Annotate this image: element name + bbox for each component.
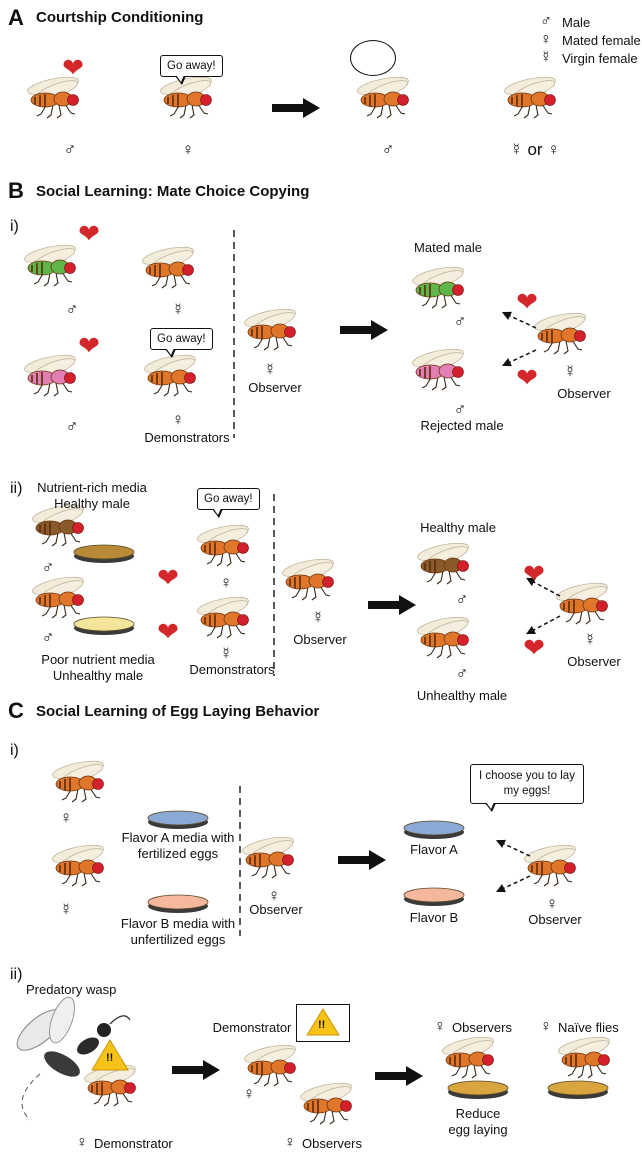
- label-observer-right: Observer: [567, 654, 621, 669]
- male-symbol: ♂: [453, 400, 467, 419]
- female-symbol: ♀: [181, 140, 195, 159]
- speech-bubble-go-away: Go away!: [160, 55, 223, 85]
- broken-heart-icon: ❤: [78, 330, 100, 361]
- male-symbol: ♂: [63, 140, 77, 159]
- label-flavor-a-media: Flavor A media with: [121, 830, 235, 845]
- male-symbol: ♂: [455, 590, 469, 609]
- label-unhealthy-male: Unhealthy male: [416, 688, 508, 703]
- label-healthy-male-left: Healthy male: [54, 496, 130, 511]
- speech-bubble-go-away: Go away!: [150, 328, 213, 358]
- label-observer-right: Observer: [557, 386, 611, 401]
- virgin-symbol: ☿: [583, 630, 597, 649]
- speech-bubble-choose: I choose you to lay my eggs!: [470, 764, 584, 812]
- label-predatory-wasp: Predatory wasp: [26, 982, 117, 997]
- panel-letter-a: A: [8, 5, 24, 30]
- label-mated-male: Mated male: [414, 240, 482, 255]
- label-naive-flies: Naïve flies: [558, 1020, 619, 1035]
- sublabel-c-ii: ii): [10, 966, 23, 983]
- label-observer-right: Observer: [528, 912, 582, 927]
- male-symbol: ♂: [41, 628, 55, 647]
- label-unhealthy-male-left: Unhealthy male: [52, 668, 144, 683]
- male-symbol: ♂: [540, 13, 552, 30]
- panel-letter-b: B: [8, 178, 24, 203]
- male-symbol: ♂: [453, 312, 467, 331]
- sublabel-c-i: i): [10, 742, 19, 759]
- heart-icon: ❤: [516, 286, 538, 317]
- label-demonstrator-bottom: Demonstrator: [94, 1136, 173, 1151]
- heart-icon: ❤: [157, 616, 179, 647]
- male-symbol: ♂: [381, 140, 395, 159]
- virgin-symbol: ☿: [263, 360, 277, 379]
- warning-bubble: !!: [296, 1004, 350, 1042]
- panel-title-a: Courtship Conditioning: [36, 9, 204, 26]
- female-symbol: ♀: [242, 1084, 256, 1103]
- broken-heart-icon: ❤: [523, 558, 545, 589]
- male-symbol: ♂: [65, 417, 79, 436]
- female-symbol: ♀: [284, 1134, 296, 1151]
- label-egg-laying: egg laying: [448, 1122, 508, 1137]
- broken-heart-icon: ❤: [62, 52, 84, 83]
- label-flavor-b-media: Flavor B media with: [120, 916, 236, 931]
- female-symbol: ♀: [545, 894, 559, 913]
- label-observers: Observers: [452, 1020, 512, 1035]
- heart-icon: ❤: [523, 632, 545, 663]
- label-rejected-male: Rejected male: [420, 418, 504, 433]
- virgin-symbol: ☿: [540, 49, 552, 66]
- label-observer: Observer: [293, 632, 347, 647]
- speech-bubble-go-away: Go away!: [197, 488, 260, 518]
- female-symbol: ♀: [59, 808, 73, 827]
- female-symbol: ♀: [219, 573, 233, 592]
- legend-virgin-female: Virgin female: [562, 51, 638, 66]
- male-symbol: ♂: [455, 664, 469, 683]
- sublabel-b-ii: ii): [10, 480, 23, 497]
- label-observer: Observer: [249, 902, 303, 917]
- virgin-symbol: ☿: [171, 300, 185, 319]
- wasp-illustration: [16, 996, 131, 1121]
- female-symbol: ♀: [434, 1018, 446, 1035]
- virgin-or-female-symbol: ☿ or ♀: [509, 140, 561, 159]
- sublabel-b-i: i): [10, 218, 19, 235]
- panel-letter-c: C: [8, 698, 24, 723]
- warning-bubble-icon: !!: [318, 1019, 326, 1031]
- virgin-symbol: ☿: [311, 608, 325, 627]
- label-demonstrators: Demonstrators: [189, 662, 275, 677]
- female-symbol: ♀: [540, 1018, 552, 1035]
- label-demonstrator: Demonstrator: [212, 1020, 292, 1035]
- legend-mated-female: Mated female: [562, 33, 641, 48]
- panel-title-c: Social Learning of Egg Laying Behavior: [36, 703, 320, 720]
- heart-icon: ❤: [78, 218, 100, 249]
- broken-heart-icon: ❤: [516, 362, 538, 393]
- label-unfertilized-eggs: unfertilized eggs: [130, 932, 226, 947]
- virgin-symbol: ☿: [219, 644, 233, 663]
- broken-heart-icon: ❤: [157, 562, 179, 593]
- label-fertilized-eggs: fertilized eggs: [137, 846, 219, 861]
- label-demonstrators: Demonstrators: [144, 430, 230, 445]
- female-symbol: ♀: [76, 1134, 88, 1151]
- female-symbol: ♀: [171, 410, 185, 429]
- label-flavor-a: Flavor A: [410, 842, 458, 857]
- panel-title-b: Social Learning: Mate Choice Copying: [36, 183, 310, 200]
- female-symbol: ♀: [540, 31, 552, 48]
- virgin-symbol: ☿: [59, 900, 73, 919]
- female-symbol: ♀: [267, 886, 281, 905]
- male-symbol: ♂: [65, 300, 79, 319]
- male-symbol: ♂: [41, 558, 55, 577]
- label-flavor-b: Flavor B: [409, 910, 459, 925]
- thought-cloud: [350, 40, 396, 76]
- virgin-symbol: ☿: [563, 362, 577, 381]
- warning-icon: !!: [106, 1052, 114, 1064]
- label-observer: Observer: [248, 380, 302, 395]
- legend-male: Male: [562, 15, 591, 30]
- label-healthy-male: Healthy male: [420, 520, 496, 535]
- label-reduce: Reduce: [455, 1106, 501, 1121]
- label-observers-bottom: Observers: [302, 1136, 362, 1151]
- label-nutrient-rich-media: Nutrient-rich media: [37, 480, 147, 495]
- label-poor-nutrient-media: Poor nutrient media: [41, 652, 155, 667]
